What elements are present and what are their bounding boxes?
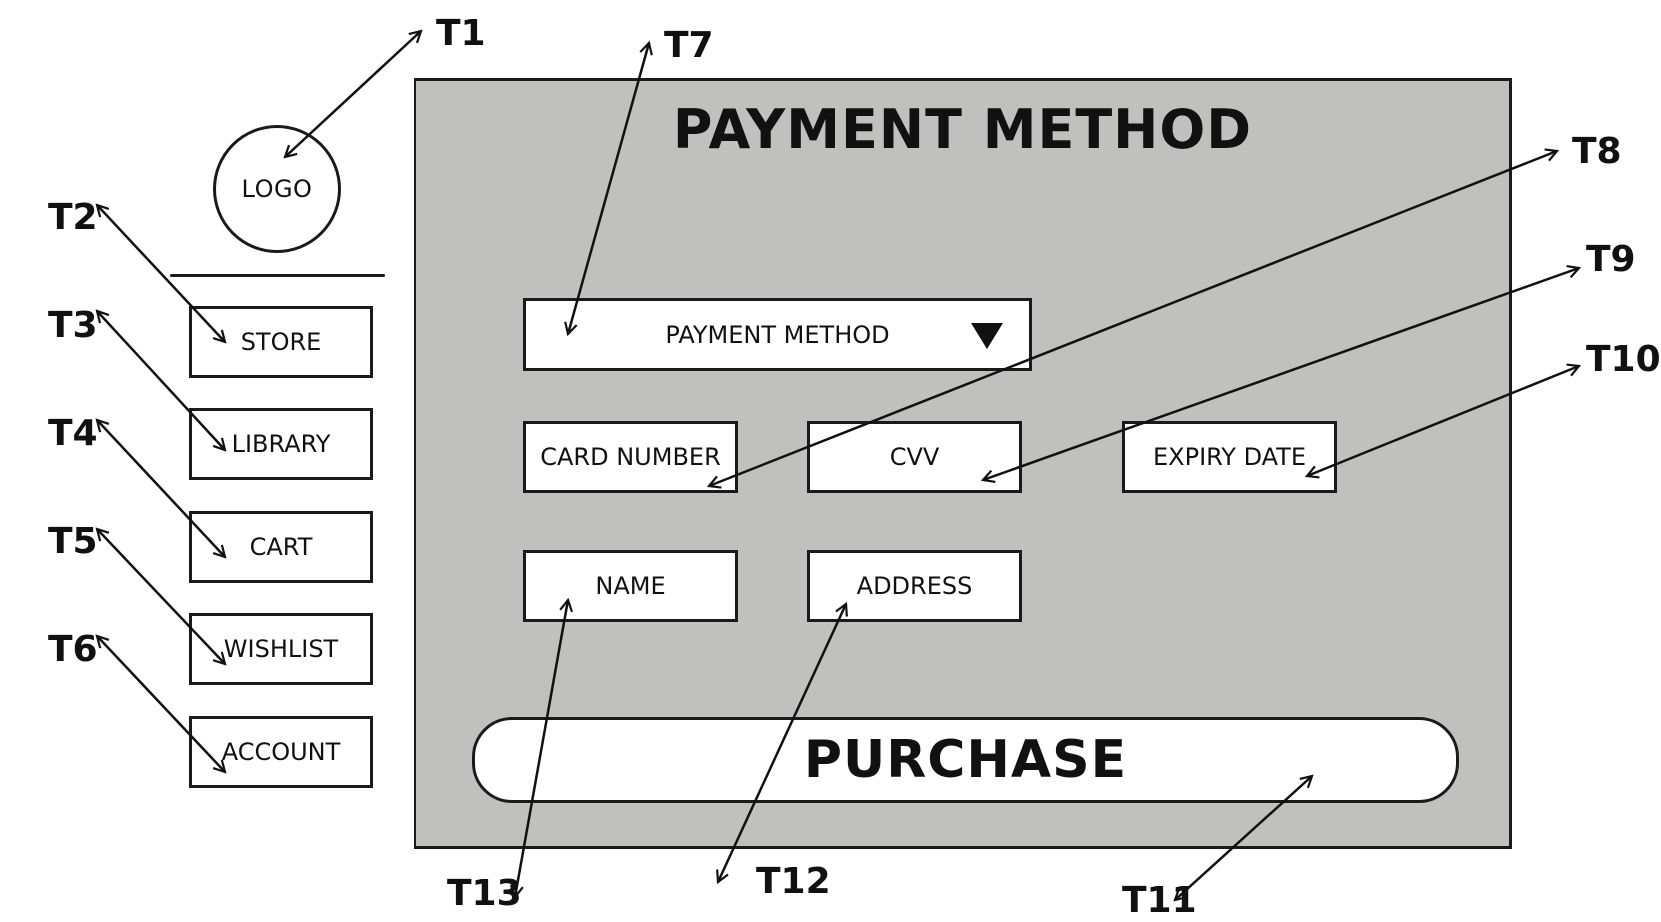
annotation-tag-t8: T8 [1572,131,1622,172]
purchase-button[interactable]: PURCHASE [472,717,1459,803]
page-title: PAYMENT METHOD [672,98,1253,161]
annotation-tag-t5: T5 [48,521,98,562]
address-field[interactable]: ADDRESS [807,550,1022,622]
address-placeholder: ADDRESS [856,572,973,600]
sidebar-item-label: WISHLIST [223,635,339,663]
sidebar-item-label: ACCOUNT [221,738,341,766]
logo-label: LOGO [241,175,313,203]
sidebar-item-label: STORE [240,328,322,356]
annotation-tag-t7: T7 [664,25,714,66]
sidebar-item-label: LIBRARY [231,430,331,458]
logo[interactable]: LOGO [213,125,341,253]
sidebar-item-library[interactable]: LIBRARY [189,408,373,480]
sidebar-item-label: CART [249,533,313,561]
annotation-tag-t13: T13 [447,873,522,914]
purchase-button-label: PURCHASE [803,730,1128,790]
annotation-tag-t3: T3 [48,305,98,346]
dropdown-triangle-icon [971,323,1003,349]
card-number-field[interactable]: CARD NUMBER [523,421,738,493]
expiry-date-placeholder: EXPIRY DATE [1152,443,1307,471]
annotation-tag-t2: T2 [48,197,98,238]
annotation-tag-t9: T9 [1586,239,1636,280]
sidebar-item-wishlist[interactable]: WISHLIST [189,613,373,685]
annotation-tag-t1: T1 [436,13,486,54]
annotation-tag-t4: T4 [48,413,98,454]
payment-method-select-value: PAYMENT METHOD [665,320,890,349]
sidebar-item-cart[interactable]: CART [189,511,373,583]
annotation-tag-t6: T6 [48,629,98,670]
name-placeholder: NAME [595,572,666,600]
card-number-placeholder: CARD NUMBER [540,443,721,471]
cvv-field[interactable]: CVV [807,421,1022,493]
sidebar-item-account[interactable]: ACCOUNT [189,716,373,788]
annotation-tag-t11: T11 [1122,880,1197,921]
name-field[interactable]: NAME [523,550,738,622]
cvv-placeholder: CVV [889,443,940,471]
annotation-tag-t10: T10 [1586,339,1661,380]
annotation-tag-t12: T12 [756,861,831,902]
sidebar-item-store[interactable]: STORE [189,306,373,378]
payment-method-select[interactable]: PAYMENT METHOD [523,298,1032,371]
sidebar-divider [170,274,385,277]
expiry-date-field[interactable]: EXPIRY DATE [1122,421,1337,493]
